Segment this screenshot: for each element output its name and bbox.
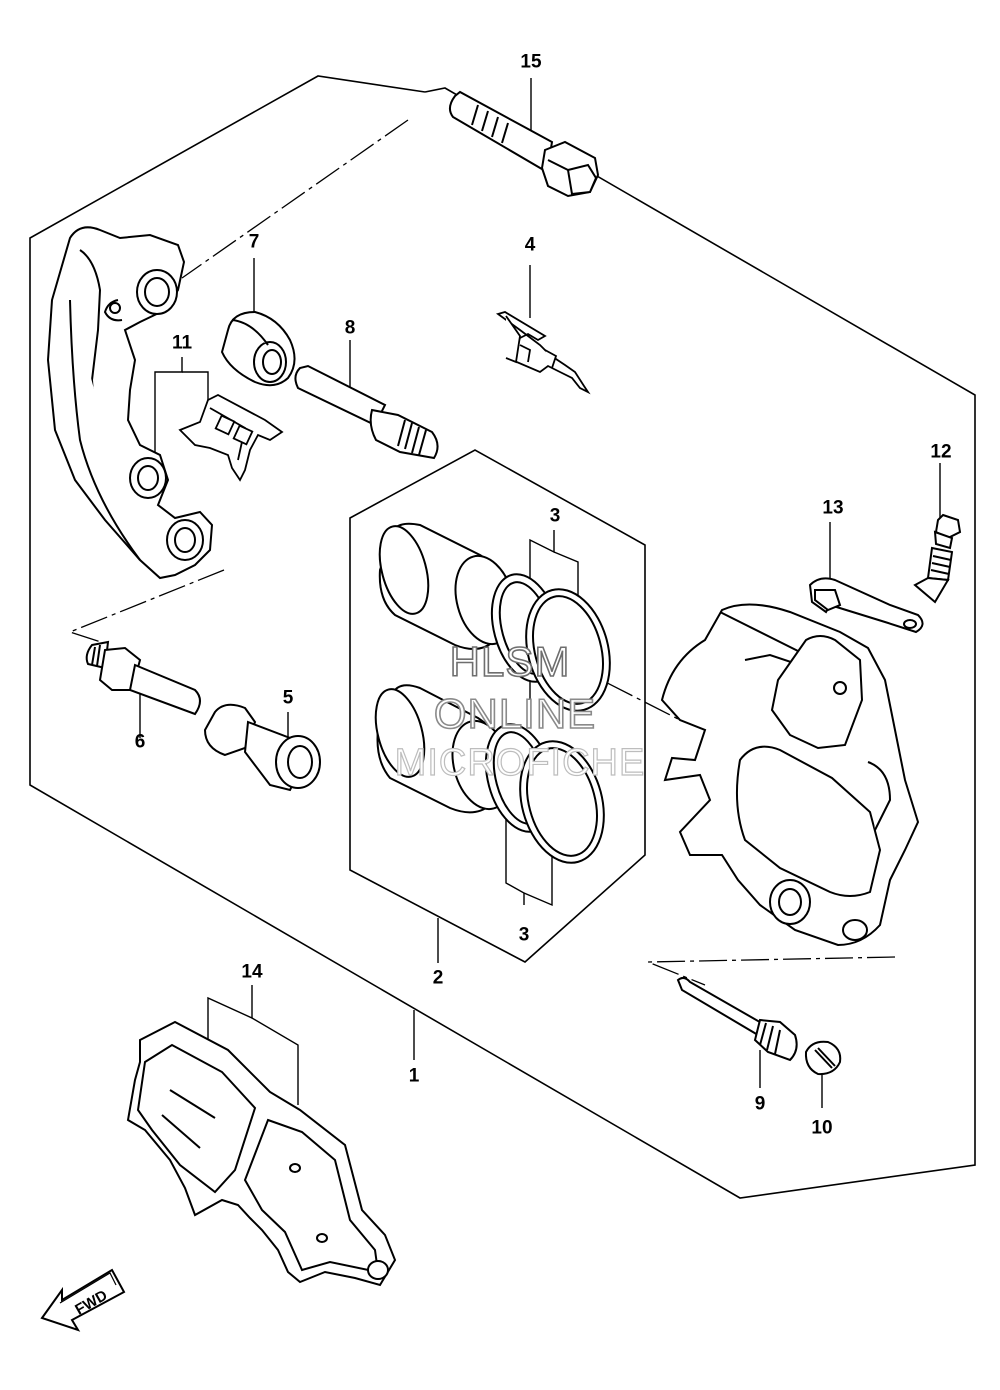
- callout-8: 8: [345, 318, 356, 339]
- callout-12: 12: [930, 442, 951, 463]
- callout-1: 1: [409, 1066, 420, 1087]
- callout-13: 13: [822, 498, 843, 519]
- part-14-brake-pads: [126, 1020, 397, 1287]
- callout-5: 5: [283, 688, 294, 709]
- callout-7: 7: [249, 232, 260, 253]
- part-3-seals: [484, 573, 611, 864]
- callout-15: 15: [520, 52, 542, 73]
- part-11-pad-spring: [178, 393, 284, 482]
- callout-14: 14: [241, 962, 263, 983]
- part-4-clip: [495, 311, 591, 395]
- callout-10: 10: [811, 1118, 832, 1139]
- part-10-plug: [804, 1040, 842, 1076]
- part-13-cap: [808, 577, 924, 634]
- piston-kit-frame: [349, 449, 646, 963]
- part-12-bleeder: [913, 513, 962, 604]
- caliper-body: [660, 603, 920, 947]
- part-8-pin: [294, 364, 439, 460]
- callout-6: 6: [135, 732, 146, 753]
- callout-2: 2: [433, 968, 444, 989]
- watermark-line-1: HLSM: [449, 637, 571, 686]
- part-5-boot: [203, 703, 321, 792]
- part-15-bolt: [449, 90, 600, 198]
- callouts: 15 7 4 8 11 3 5 6 3 2 1 12 13 9 10 14: [135, 52, 952, 1139]
- callout-3-top: 3: [550, 506, 561, 527]
- assembly-frame: [29, 75, 976, 1199]
- part-6-pin: [85, 640, 201, 716]
- callout-3-bottom: 3: [519, 925, 530, 946]
- caliper-bracket: [46, 226, 214, 580]
- callout-11: 11: [172, 333, 193, 354]
- part-7-boot: [220, 310, 296, 387]
- watermark-line-3: MICROFICHE: [394, 741, 646, 784]
- part-9-pin: [676, 976, 798, 1062]
- watermark-line-2: ONLINE: [433, 689, 597, 738]
- callout-9: 9: [755, 1094, 766, 1115]
- callout-4: 4: [525, 235, 536, 256]
